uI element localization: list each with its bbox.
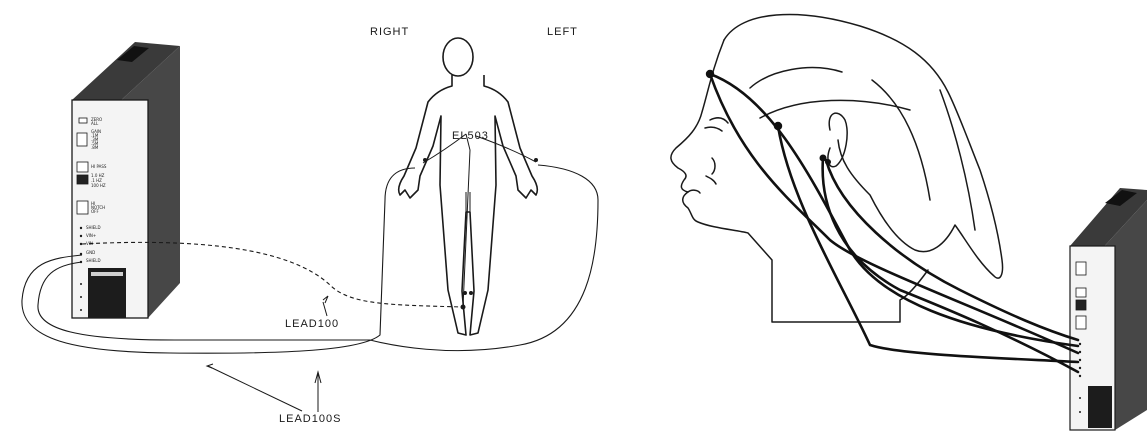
svg-text:ALL: ALL [91, 121, 99, 126]
svg-text:GND: GND [86, 250, 95, 255]
svg-text:SHIELD: SHIELD [86, 258, 101, 263]
orientation-label-left: LEFT [547, 26, 578, 38]
svg-text:VIN+: VIN+ [86, 233, 96, 238]
shielded-lead-label: LEAD100S [279, 413, 341, 425]
amplifier-module-right-icon [1070, 188, 1147, 430]
svg-text:.8M: .8M [91, 145, 99, 150]
svg-text:SHIELD: SHIELD [86, 225, 101, 230]
svg-text:OFF: OFF [91, 209, 99, 214]
svg-text:HI PASS: HI PASS [91, 164, 107, 169]
head-electrode-leads [710, 74, 1078, 372]
electrode-label: EL503 [452, 130, 489, 142]
svg-text:100 HZ: 100 HZ [91, 183, 106, 188]
lead-label: LEAD100 [285, 318, 339, 330]
orientation-label-right: RIGHT [370, 26, 409, 38]
